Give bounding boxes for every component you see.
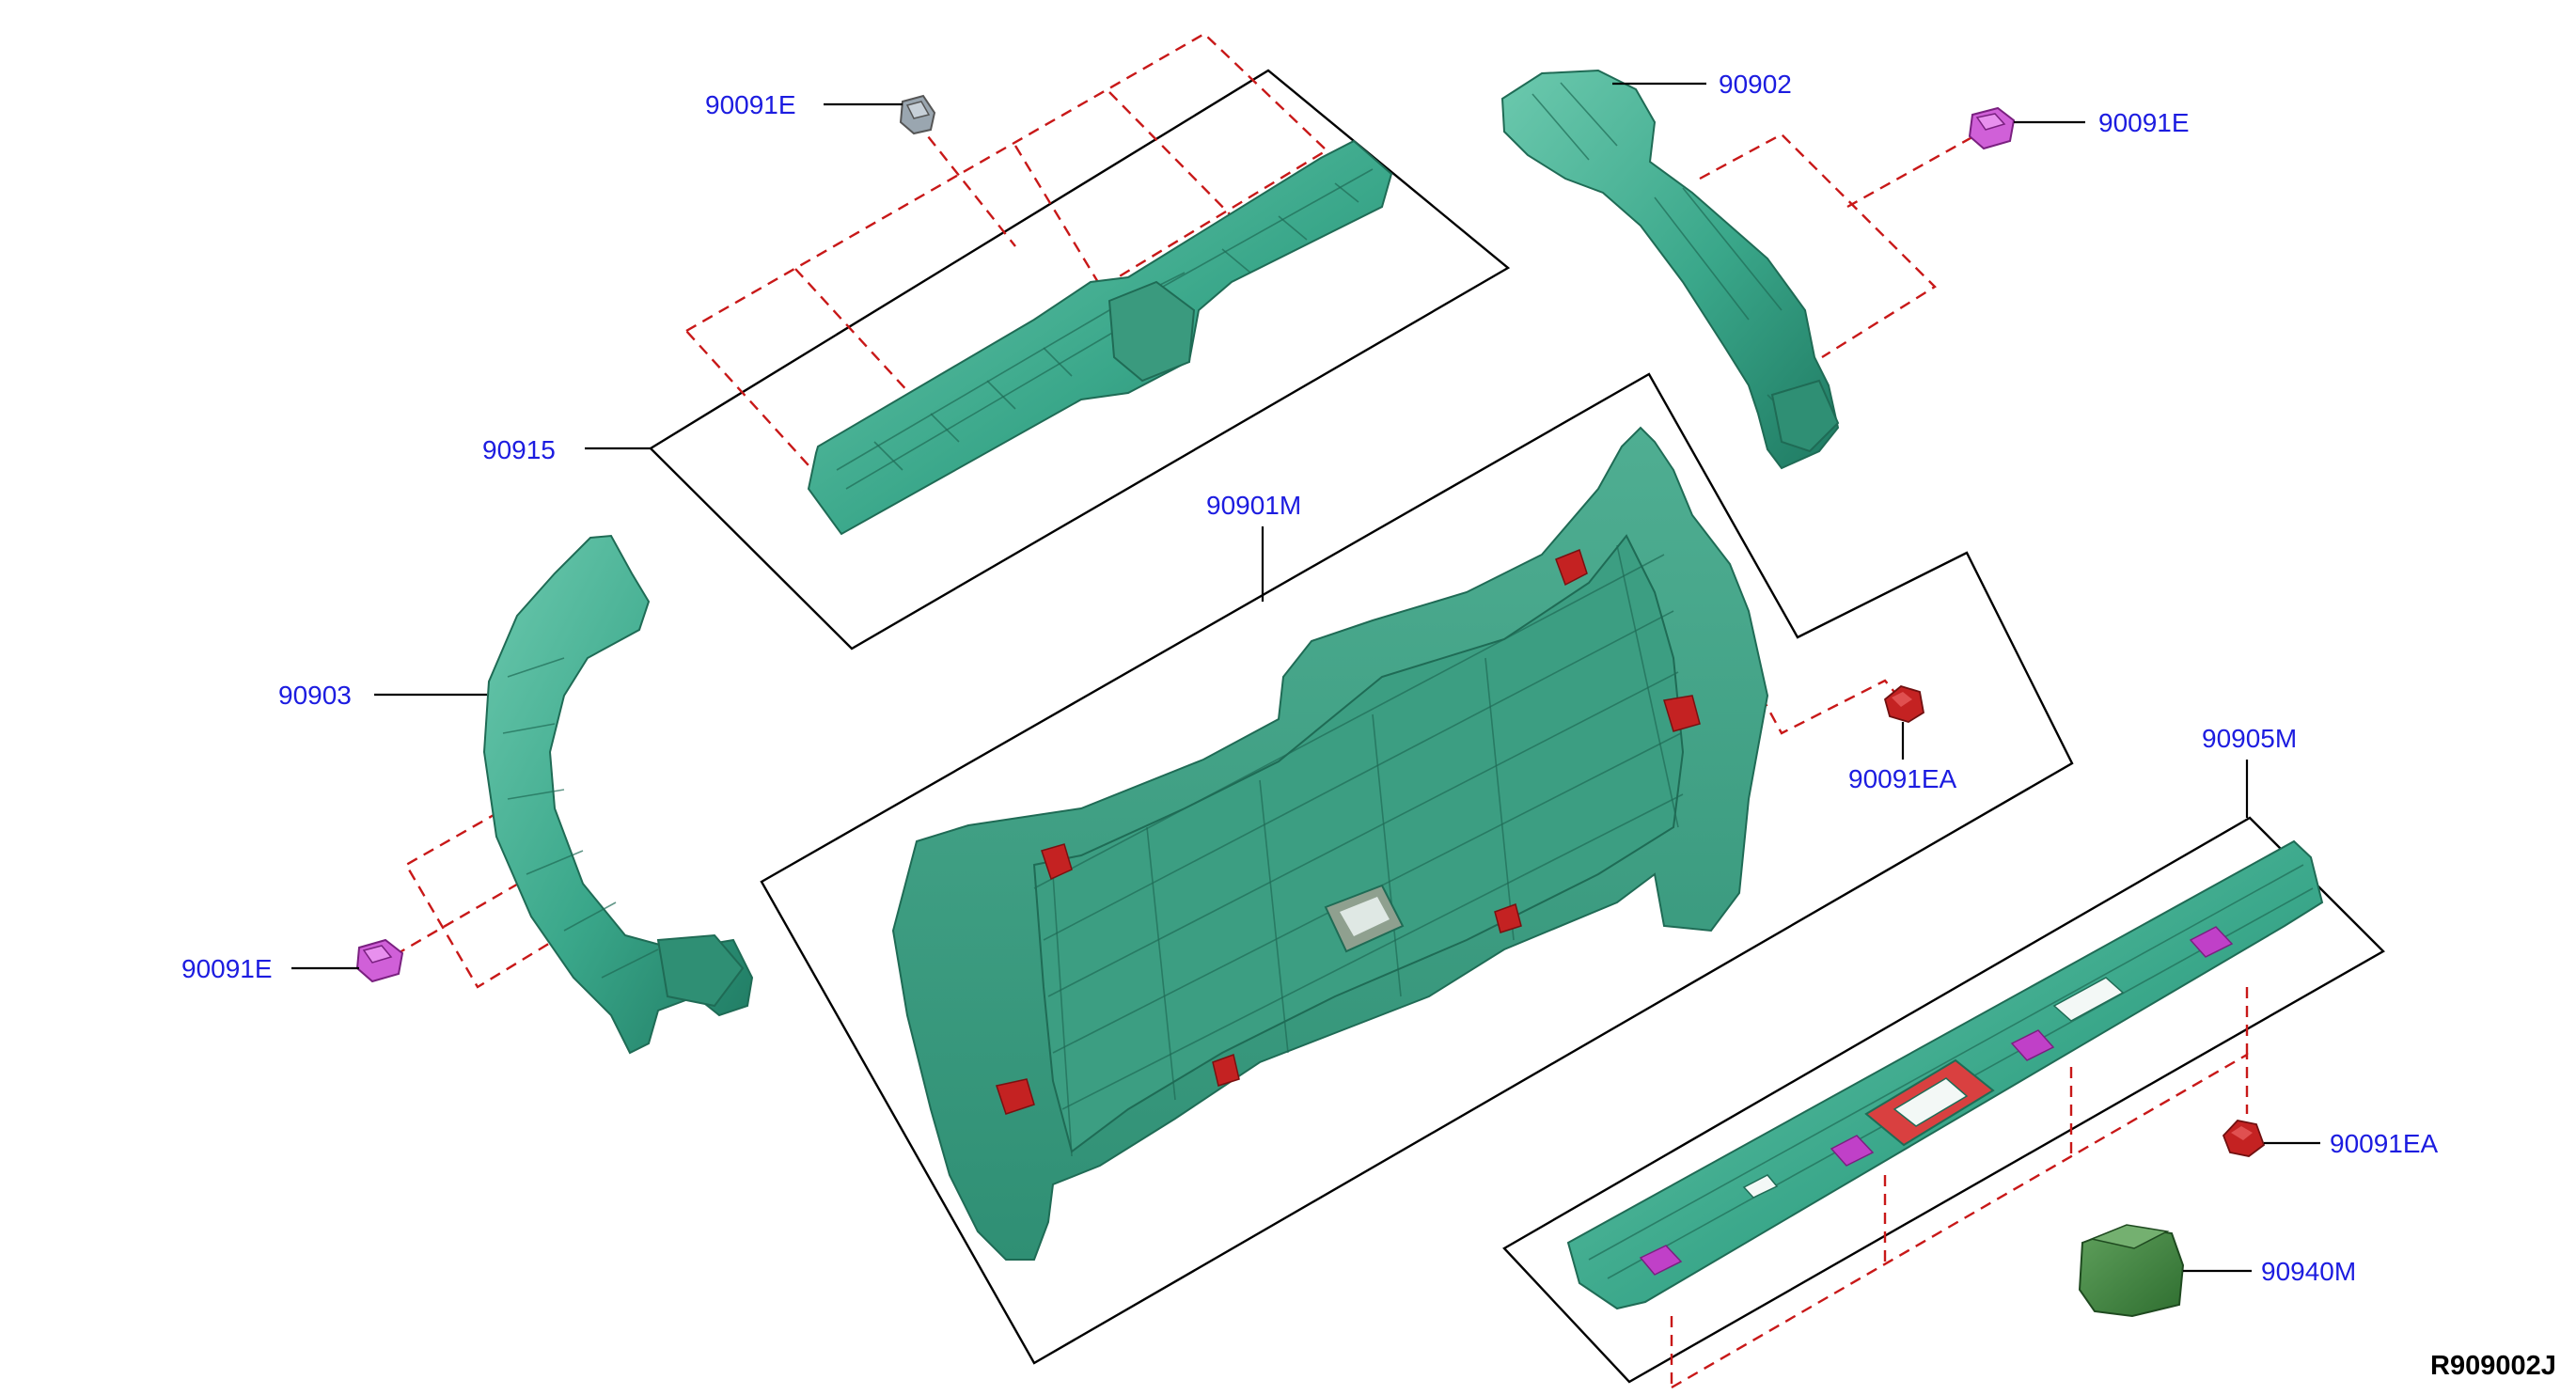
right-pillar-label: 90902 [1719,70,1792,99]
clip-right-label: 90091E [2098,108,2190,137]
clip-red-5-icon [1212,1054,1240,1087]
left-pillar-label: 90903 [278,681,352,710]
cover-group: 90940M [2078,1224,2356,1318]
drawing-code-label: R909002J [2430,1351,2556,1381]
clip-red-1-icon [1555,549,1588,587]
clip-ea-mid-icon [1883,684,1924,723]
left-pillar-part [482,534,754,1055]
clip-ea-low-icon [2222,1120,2266,1157]
cover-label: 90940M [2261,1257,2356,1286]
clip-right-icon [1968,106,2016,150]
clip-red-4-icon [1494,903,1522,933]
clip-right-dash [1846,128,1987,209]
upper-finisher-dash-outline [685,32,1328,467]
cover-part [2078,1224,2185,1318]
clip-mag-2-icon [1830,1135,1875,1167]
right-pillar-part [1500,69,1840,470]
main-panel-label: 90901M [1206,491,1301,520]
clip-top-label: 90091E [705,90,796,119]
lower-finisher-part [1566,839,2324,1310]
lower-finisher-group: 90905M 90091EA [1502,724,2439,1389]
main-panel-box [760,372,2074,1365]
upper-finisher-dash-3 [1108,91,1242,227]
clip-top-icon [899,94,936,135]
upper-finisher-box [649,69,1511,650]
clip-red-2-icon [1663,695,1701,732]
clip-mag-4-icon [2189,926,2234,958]
clip-mag-1-icon [1639,1245,1683,1276]
left-pillar-dash-outline [404,801,599,989]
main-panel-part [891,426,1769,1261]
clip-left-dash [394,877,527,957]
clip-left-label: 90091E [181,954,273,983]
lower-finisher-clips-magenta [1639,926,2234,1276]
panel-clips-red [996,549,1701,1115]
left-pillar-group: 90903 90091E [181,534,754,1055]
clip-red-6-icon [996,1078,1035,1115]
upper-finisher-part [807,139,1393,536]
right-pillar-dash-outline [1699,133,1937,359]
clip-left-icon [355,938,404,983]
lower-finisher-label: 90905M [2202,724,2297,753]
right-pillar-group: 90902 90091E [1500,69,2190,470]
clip-ea-low-label: 90091EA [2330,1129,2439,1158]
clip-mag-3-icon [2010,1029,2055,1061]
upper-finisher-dash-1 [794,268,922,407]
upper-finisher-dash-2 [1013,145,1111,302]
upper-finisher-label: 90915 [482,435,556,464]
lower-finisher-box [1502,816,2385,1384]
upper-finisher-group: 90091E 90915 [482,32,1511,650]
upper-finisher-dash-4 [916,121,1016,247]
clip-red-3-icon [1041,843,1073,881]
clip-ea-mid-label: 90091EA [1848,764,1957,793]
main-panel-group: 90901M 90091EA [760,372,2074,1365]
